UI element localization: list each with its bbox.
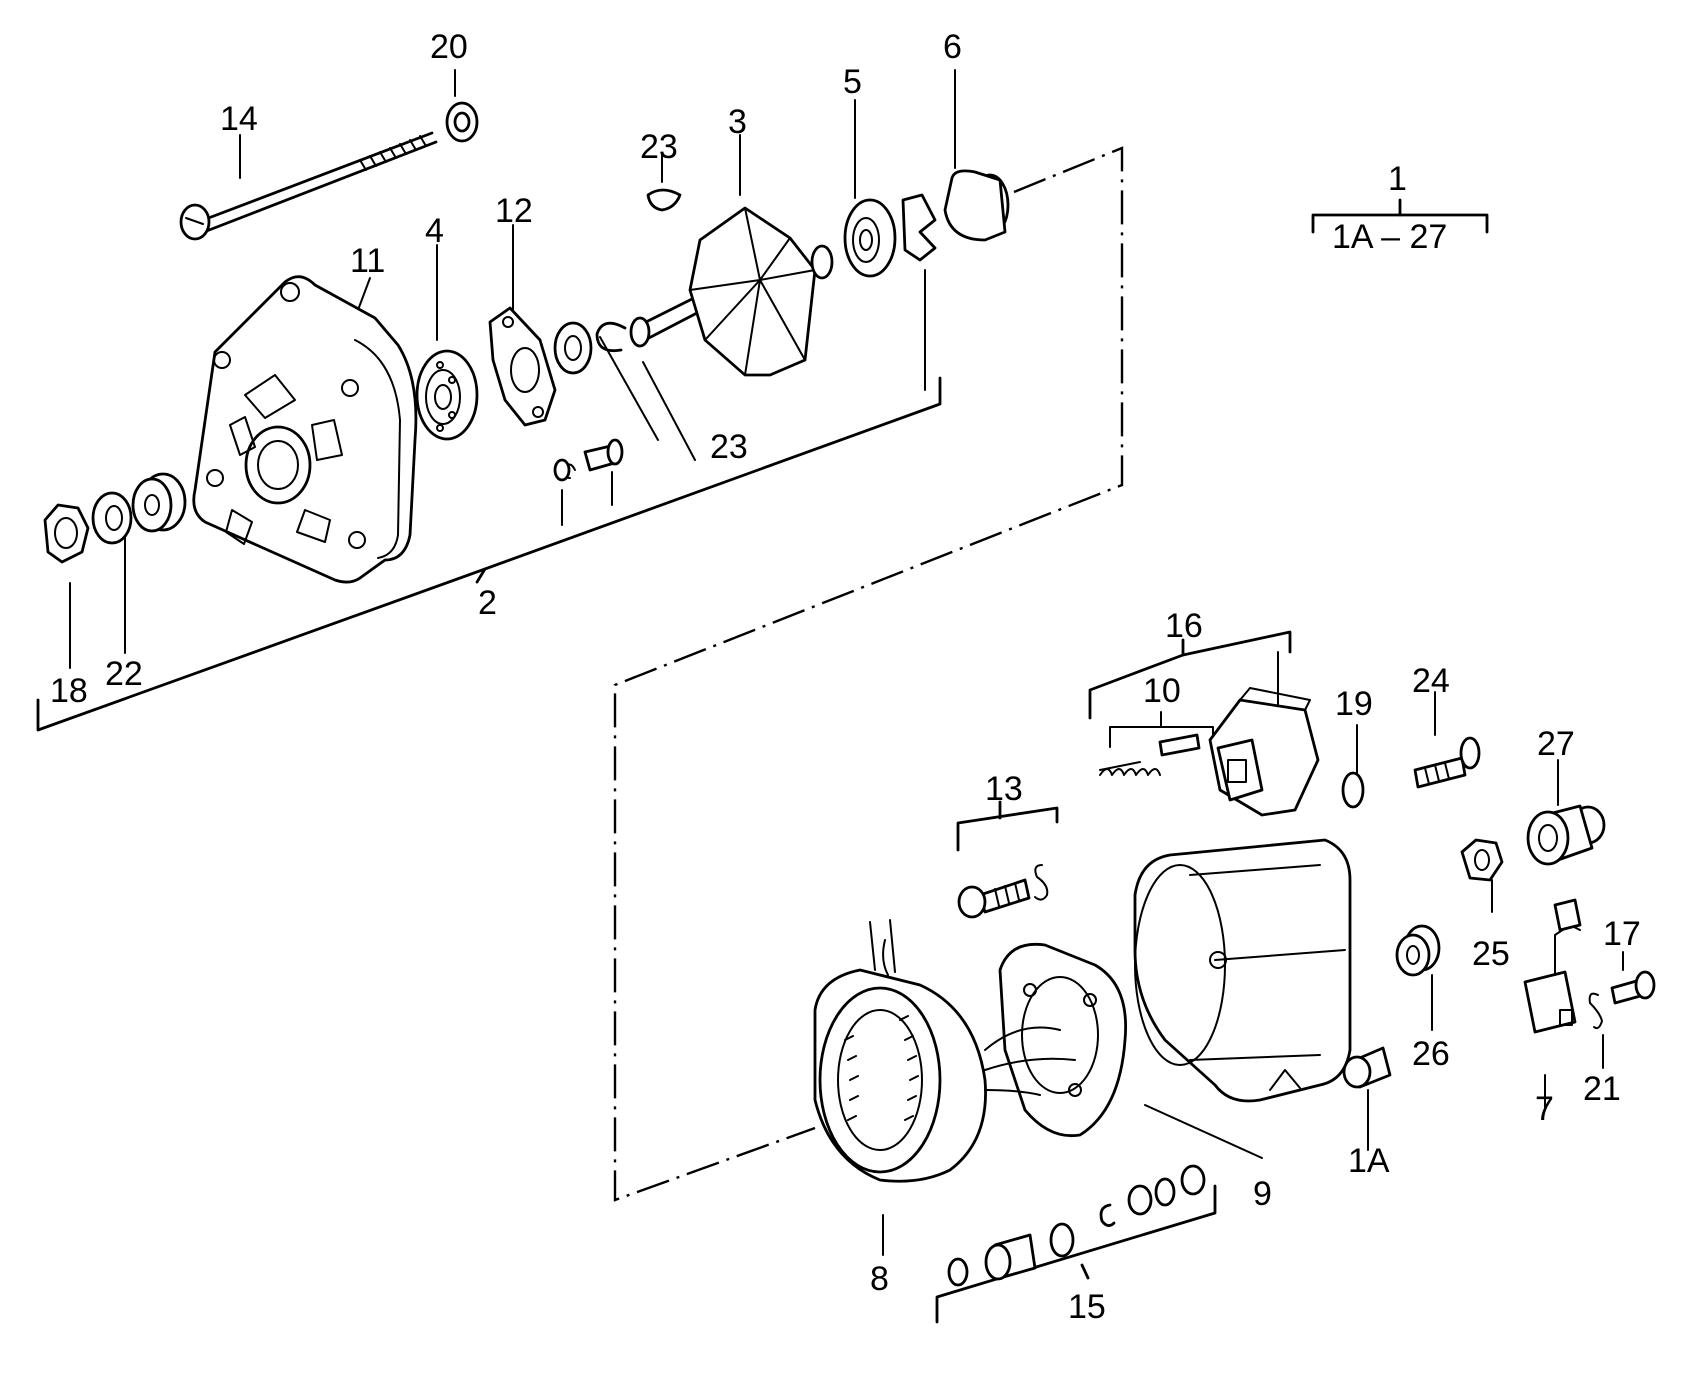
part-25-nut [1460,838,1504,882]
assembly-dash-dot-outline [613,146,1124,1202]
part-4-ball-bearing [415,349,479,441]
label-6: 6 [943,28,962,66]
label-1: 1 [1388,160,1407,198]
label-5: 5 [843,63,862,101]
part-16-brush-holder [1208,687,1320,817]
part-15-kit-items [947,1164,1206,1287]
part-5-ball-bearing [843,198,897,278]
part-23-woodruff-key [646,188,682,212]
label-27: 27 [1537,725,1575,763]
label-13: 13 [985,770,1023,808]
label-23-bottom: 23 [710,428,748,466]
label-9: 9 [1253,1175,1272,1213]
part-27-cap-nut [1526,804,1606,866]
spacer-sleeve [131,472,187,533]
label-1a: 1A [1348,1142,1390,1180]
bracket-13 [956,800,1059,852]
part-3-rotor [629,206,834,377]
part-23-circlip-lower [595,321,627,353]
plate-screw [563,438,624,479]
label-10: 10 [1143,672,1181,710]
rear-housing-frame [1133,838,1352,1103]
part-9-rectifier-plate [984,942,1127,1138]
label-14: 14 [220,100,258,138]
part-13-spring-washer [1034,864,1049,901]
part-8-stator [813,919,987,1183]
part-1a-sleeve [1342,1046,1392,1089]
part-22-spring-washer [91,491,133,545]
label-3: 3 [728,103,747,141]
label-24: 24 [1412,662,1450,700]
wave-spring-clip [901,193,937,262]
part-14-through-bolt [179,131,438,241]
label-15: 15 [1068,1288,1106,1326]
part-10-brush-spring [1099,761,1161,776]
label-8: 8 [870,1260,889,1298]
part-10-carbon-brush [1158,733,1201,757]
label-23-top: 23 [640,128,678,166]
label-4: 4 [425,212,444,250]
label-25: 25 [1472,935,1510,973]
bracket-16 [1088,630,1292,720]
part-7-voltage-regulator [1523,898,1582,1034]
label-19: 19 [1335,685,1373,723]
part-20-washer [445,101,479,143]
part-6-cap [943,169,1010,242]
bracket-15 [935,1184,1217,1324]
label-20: 20 [430,28,468,66]
label-22: 22 [105,655,143,693]
part-number-labels: 20 6 14 3 5 23 1 1A – 27 12 4 11 23 2 22… [50,28,1641,1326]
part-18-nut [43,503,90,564]
label-16: 16 [1165,607,1203,645]
label-18: 18 [50,672,88,710]
part-26-sleeve [1395,924,1441,977]
bearing-spacer-ring [553,321,593,375]
part-17-screw [1610,970,1656,1005]
label-26: 26 [1412,1035,1450,1073]
label-17: 17 [1603,915,1641,953]
label-7: 7 [1535,1090,1554,1128]
part-21-washer [1588,992,1603,1030]
part-24-screw [1413,736,1481,789]
label-2: 2 [478,584,497,622]
part-12-bearing-plate [488,306,557,427]
bracket-1 [1311,198,1489,234]
part-13-screw [957,878,1031,919]
part-19-washer [1341,771,1365,809]
label-12: 12 [495,192,533,230]
bracket-2 [36,376,942,732]
label-11: 11 [350,242,385,280]
part-11-end-housing [192,275,418,584]
plate-washer [553,458,571,482]
label-1-range: 1A – 27 [1332,218,1447,256]
label-21: 21 [1583,1070,1621,1108]
